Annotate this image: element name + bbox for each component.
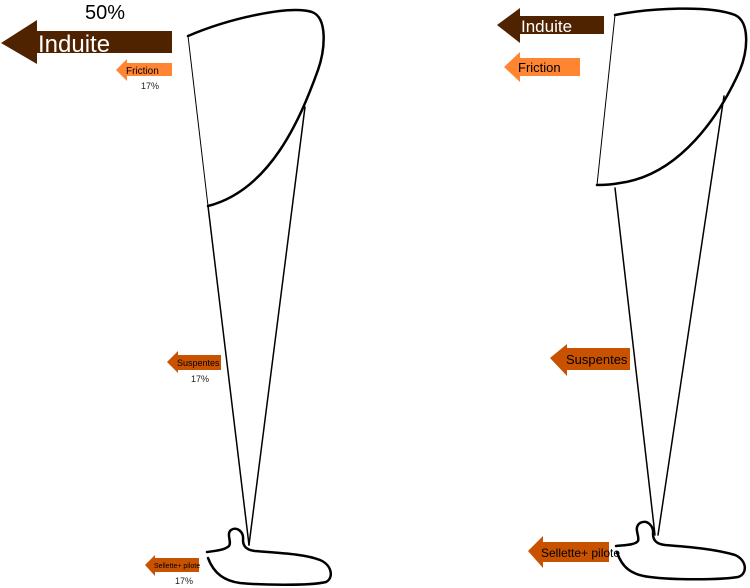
left-suspentes-percent: 17% [191,374,209,384]
left-friction-percent: 17% [141,81,159,91]
right-suspentes-arrow: Suspentes [550,344,630,376]
right-harness-pilot [614,520,746,581]
left-suspentes-label: Suspentes [177,358,220,368]
arrow-left-icon [528,536,609,568]
left-sellette-arrow: Sellette+ pilote [145,555,200,576]
right-sellette-arrow: Sellette+ pilote [528,536,620,568]
right-sellette-label: Sellette+ pilote [541,546,620,560]
arrow-left-icon [145,555,199,576]
arrow-left-icon [497,8,604,43]
right-wing-outline [595,7,748,187]
arrow-left-icon [116,59,172,81]
right-line-rear [657,95,725,536]
arrow-left-icon [550,344,630,376]
right-suspentes-label: Suspentes [566,352,628,367]
right-wing-leading-edge [596,14,616,186]
right-line-front [614,187,656,536]
left-induite-arrow: Induite [1,20,172,64]
right-friction-arrow: Friction [504,52,580,82]
right-induite-arrow: Induite [497,8,604,43]
left-sellette-label: Sellette+ pilote [154,563,200,570]
left-induite-label: Induite [38,31,110,58]
left-line-front [207,205,250,546]
right-induite-label: Induite [521,17,572,36]
left-suspentes-arrow: Suspentes [167,351,221,373]
left-wing-leading-edge [187,35,209,207]
left-friction-label: Friction [126,66,159,77]
left-line-rear [248,106,306,546]
left-wing-outline [186,8,325,208]
left-sellette-percent: 17% [175,576,193,586]
left-harness-pilot [205,527,333,586]
left-total-percent: 50% [85,2,125,24]
left-friction-arrow: Friction [116,59,172,81]
right-diagram: Induite Friction Suspentes Sellette+ pil… [497,7,748,581]
arrow-left-icon [1,20,172,64]
left-diagram: 50% Induite Friction 17% Suspentes 17% S… [1,2,333,586]
arrow-left-icon [504,52,580,82]
arrow-left-icon [167,351,221,373]
right-friction-label: Friction [518,60,561,75]
